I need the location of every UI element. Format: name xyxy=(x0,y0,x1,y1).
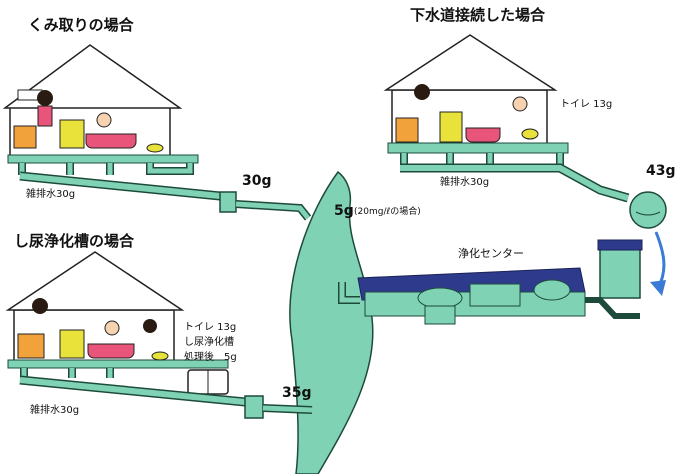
person-icon xyxy=(96,112,112,128)
joukaso-graywater-label: 雑排水30g xyxy=(30,405,80,416)
bathtub xyxy=(85,133,137,149)
river xyxy=(289,170,374,474)
aeration-tank xyxy=(417,287,463,309)
sink xyxy=(395,117,419,143)
gesuido-toilet-label: トイレ 13g xyxy=(560,99,613,110)
aeration-tank xyxy=(469,283,521,307)
person-icon xyxy=(414,84,430,100)
pit xyxy=(219,191,237,213)
gesuido-title: 下水道接続した場合 xyxy=(410,6,546,24)
pit xyxy=(244,395,264,419)
kumitori-graywater-label: 雑排水30g xyxy=(26,189,76,200)
sink xyxy=(13,125,37,149)
kumitori-title: くみ取りの場合 xyxy=(28,16,134,34)
house-kumitori xyxy=(2,44,312,221)
person-icon xyxy=(32,298,48,314)
treatment-plant xyxy=(338,239,643,325)
sewer-pipe xyxy=(629,191,667,229)
washing-machine xyxy=(59,329,85,359)
toilet-bowl xyxy=(521,128,539,140)
joukaso-toilet-label: トイレ 13g xyxy=(184,322,237,333)
flow-arrow-icon xyxy=(654,231,666,289)
kumitori-total: 30g xyxy=(242,173,272,189)
house-gesuido xyxy=(383,34,667,296)
joukaso-breakdown: トイレ 13g し尿浄化槽 処理後 5g xyxy=(184,320,237,365)
gesuido-graywater-label: 雑排水30g xyxy=(440,177,490,188)
person-icon xyxy=(512,96,528,112)
person-icon xyxy=(143,319,157,333)
joukaso-title: し尿浄化槽の場合 xyxy=(14,232,135,250)
settling-tank xyxy=(533,279,571,301)
person-icon xyxy=(37,90,53,106)
bathtub xyxy=(465,127,501,143)
gesuido-total: 43g xyxy=(646,163,676,179)
joukaso-tank-label: し尿浄化槽 xyxy=(184,337,234,348)
joukaso-tank-after-label: 処理後 5g xyxy=(184,352,237,363)
joukaso-total: 35g xyxy=(282,385,312,401)
river-note: (20mg/ℓの場合) xyxy=(354,207,421,217)
washing-machine xyxy=(59,119,85,149)
toilet-bowl xyxy=(146,143,164,153)
sink xyxy=(17,333,45,359)
house-joukaso xyxy=(5,251,313,419)
person-icon xyxy=(104,320,120,336)
toilet-bowl xyxy=(151,351,169,361)
treatment-center-label: 浄化センター xyxy=(458,247,524,260)
washing-machine xyxy=(439,111,463,143)
river-value: 5g xyxy=(334,203,354,219)
bathtub xyxy=(87,343,135,359)
